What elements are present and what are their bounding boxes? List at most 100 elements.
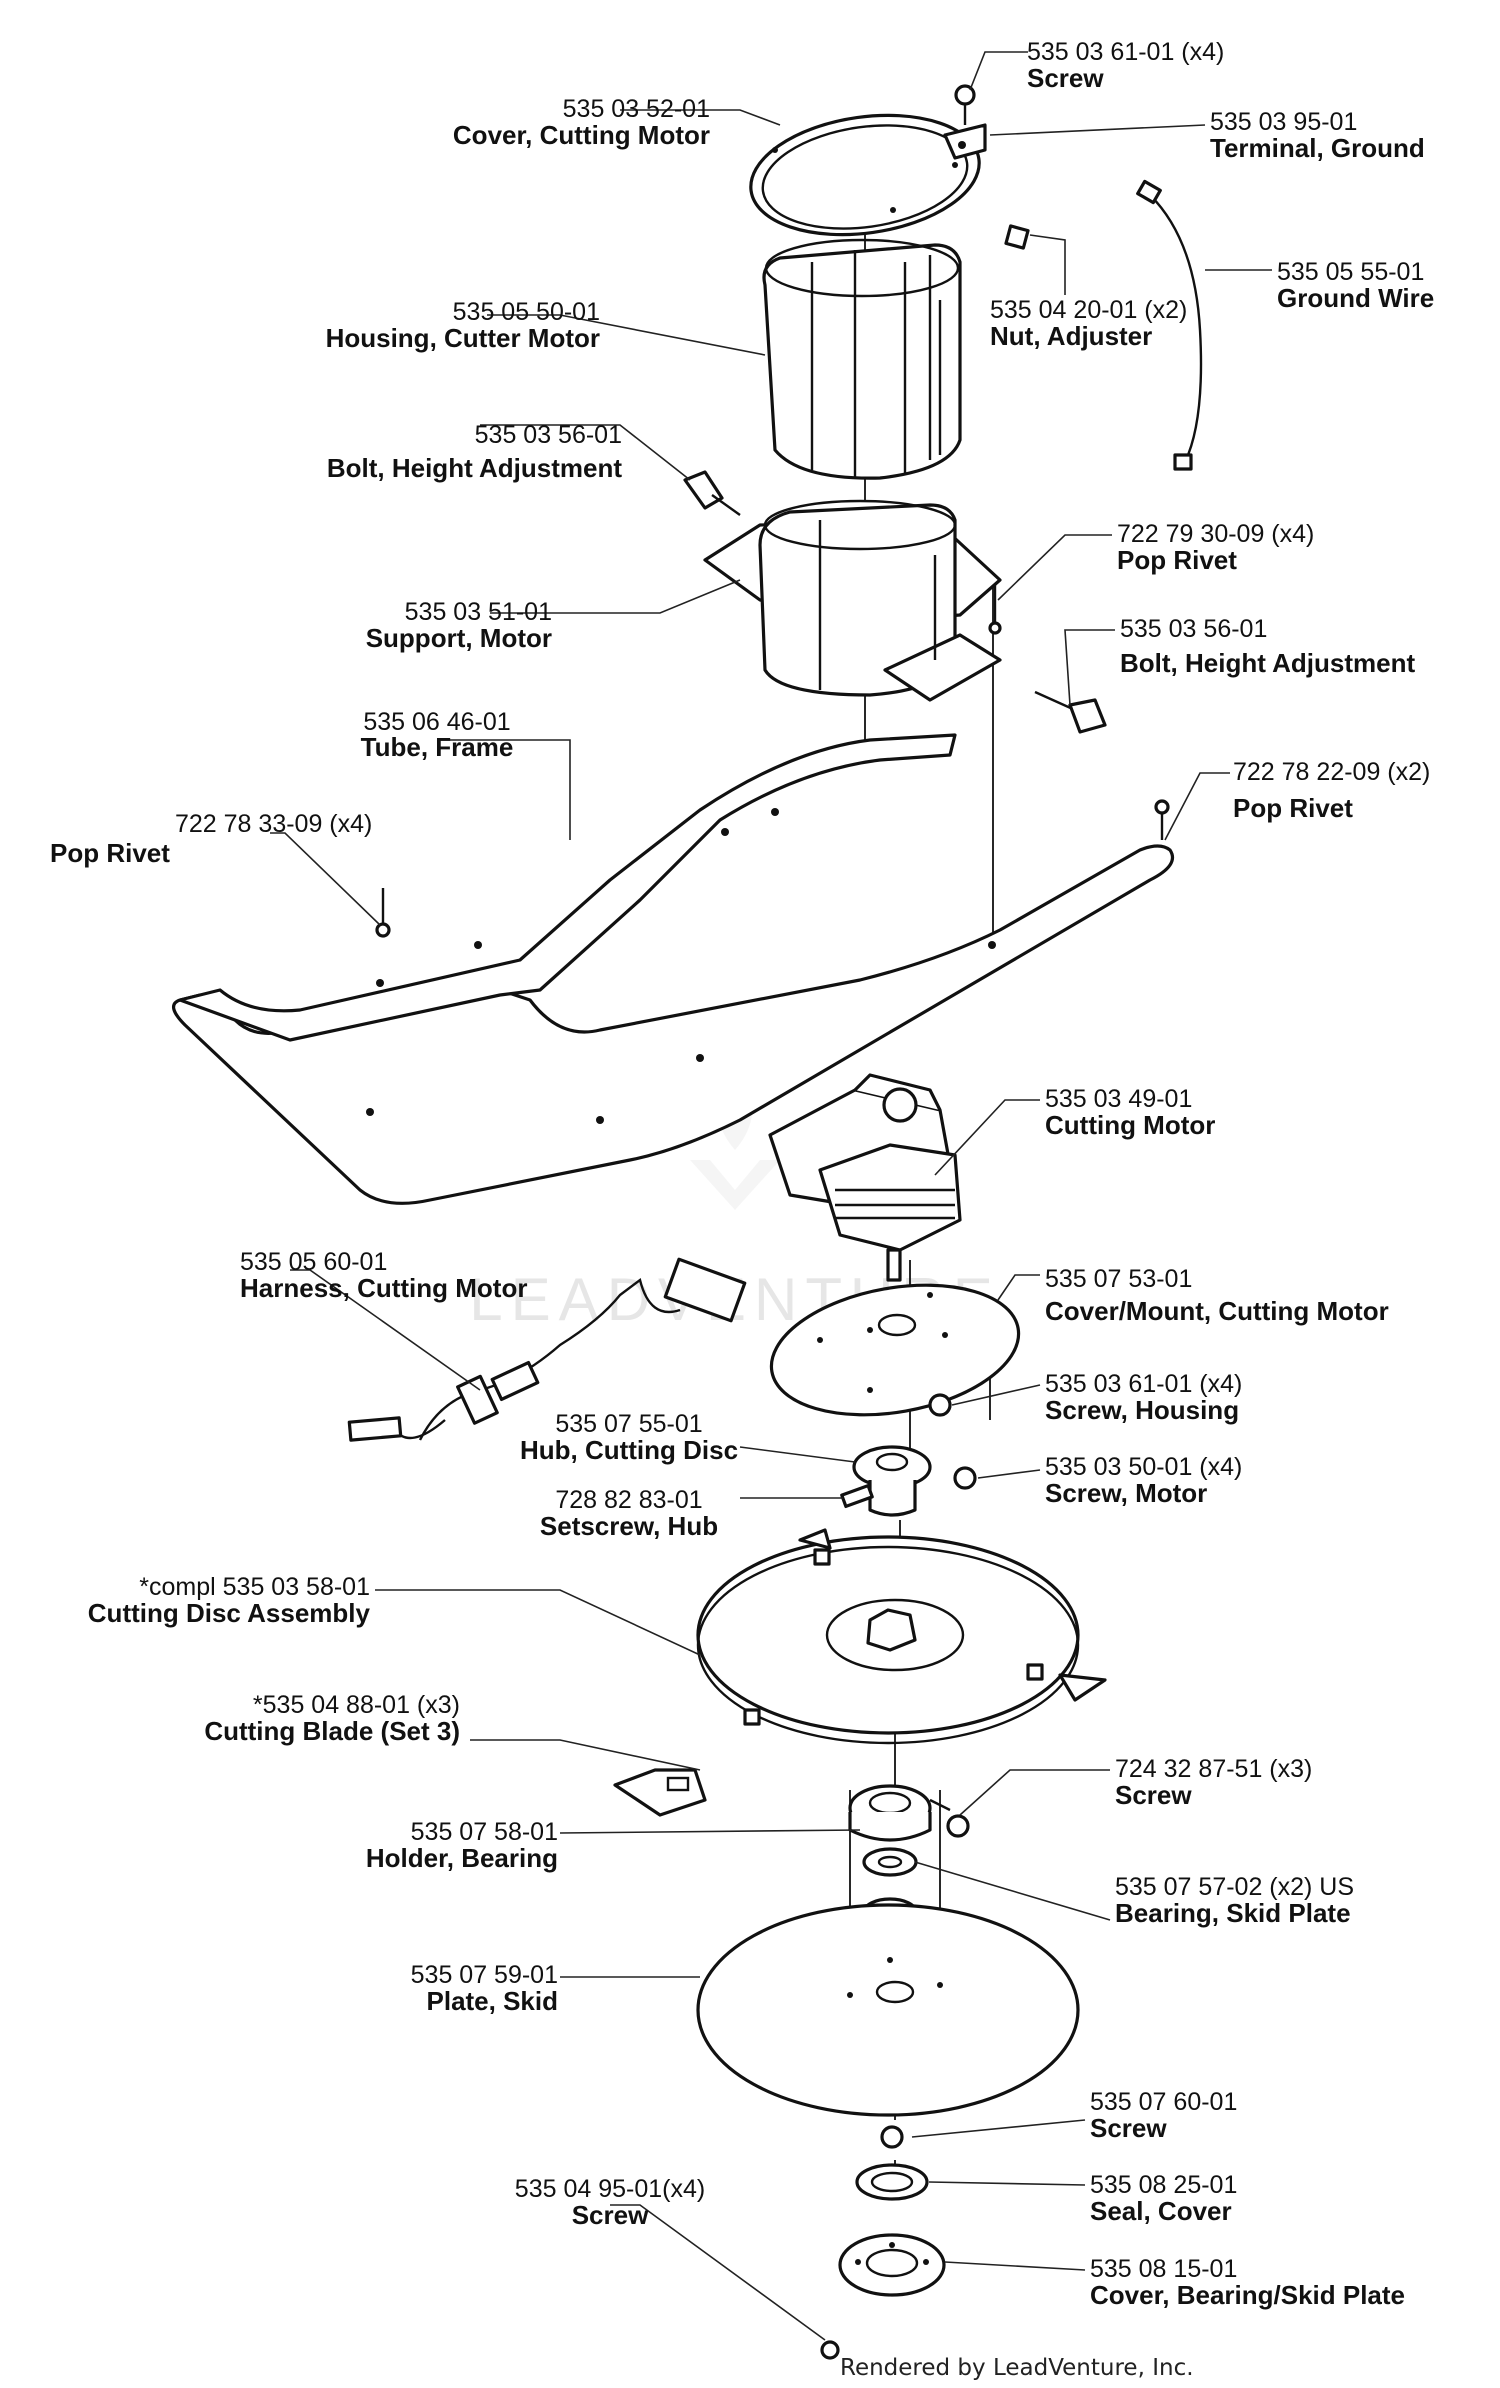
cutting-motor <box>768 1073 962 1282</box>
part-description: Plate, Skid <box>427 1986 559 2016</box>
part-description: Cutting Disc Assembly <box>88 1598 371 1628</box>
part-description: Cover, Cutting Motor <box>453 120 710 150</box>
cover-seal <box>855 2163 929 2201</box>
part-description: Tube, Frame <box>361 732 514 762</box>
part-description: Cutting Blade (Set 3) <box>204 1716 460 1746</box>
part-description: Cover/Mount, Cutting Motor <box>1045 1296 1389 1326</box>
motor-support <box>703 499 1002 702</box>
leader-line-p27 <box>911 2119 1086 2138</box>
part-number: 724 32 87-51 (x3) <box>1115 1755 1312 1783</box>
leader-line-p23 <box>959 1769 1110 1816</box>
part-description: Hub, Cutting Disc <box>520 1435 738 1465</box>
leader-line-p3 <box>989 124 1206 136</box>
part-description: Seal, Cover <box>1090 2196 1232 2226</box>
leader-line-p6 <box>1029 234 1066 295</box>
skid-plate-bearing-1 <box>862 1847 918 1877</box>
part-description: Bolt, Height Adjustment <box>1120 648 1415 678</box>
part-description: Pop Rivet <box>1117 545 1237 575</box>
part-description: Terminal, Ground <box>1210 133 1425 163</box>
part-number: 535 04 20-01 (x2) <box>990 296 1187 324</box>
part-description: Nut, Adjuster <box>990 321 1152 351</box>
part-number: 535 07 60-01 <box>1090 2088 1237 2116</box>
part-number: 535 03 56-01 <box>475 421 622 449</box>
leader-line-p12 <box>1164 772 1230 841</box>
leader-line-p15 <box>290 1269 481 1391</box>
cutting-motor-mount-cover <box>769 1283 1021 1417</box>
leader-line-p13 <box>270 832 381 926</box>
part-number: *compl 535 03 58-01 <box>139 1573 370 1601</box>
callout-p8: 722 79 30-09 (x4)Pop Rivet <box>1117 520 1314 575</box>
part-number: 535 03 95-01 <box>1210 108 1357 136</box>
part-description: Cutting Motor <box>1045 1110 1215 1140</box>
part-number: 535 07 55-01 <box>555 1410 702 1438</box>
part-number: 722 79 30-09 (x4) <box>1117 520 1314 548</box>
part-description: Support, Motor <box>366 623 552 653</box>
cutting-motor-cover <box>749 113 981 237</box>
leader-line-p16 <box>997 1274 1040 1301</box>
part-description: Pop Rivet <box>50 838 170 868</box>
leader-line-p19 <box>977 1469 1041 1479</box>
ground-terminal <box>943 123 987 160</box>
part-number: 535 03 56-01 <box>1120 615 1267 643</box>
part-number: 535 03 50-01 (x4) <box>1045 1453 1242 1481</box>
part-description: Bearing, Skid Plate <box>1115 1898 1351 1928</box>
hub-setscrew <box>840 1483 874 1509</box>
bearing-skid-plate-cover <box>838 2233 946 2297</box>
callout-leader-lines <box>270 51 1272 2341</box>
pop-rivet-support <box>988 585 1002 635</box>
screw-motor <box>953 1466 977 1490</box>
leader-line-p10 <box>1064 629 1115 706</box>
part-description: Bolt, Height Adjustment <box>327 453 622 483</box>
part-number: 535 03 51-01 <box>405 598 552 626</box>
part-description: Harness, Cutting Motor <box>240 1273 527 1303</box>
part-description: Screw <box>572 2200 649 2230</box>
callout-p17: 535 03 61-01 (x4)Screw, Housing <box>1045 1370 1242 1425</box>
bearing-holder <box>848 1784 932 1842</box>
part-description: Holder, Bearing <box>366 1843 558 1873</box>
part-description: Housing, Cutter Motor <box>326 323 600 353</box>
screw-top <box>954 84 976 125</box>
ground-wire <box>1136 179 1203 471</box>
part-number: *535 04 88-01 (x3) <box>253 1691 460 1719</box>
leader-line-p17 <box>951 1384 1041 1406</box>
leader-line-p18 <box>739 1446 856 1463</box>
skid-plate <box>696 1903 1080 2117</box>
callout-p6: 535 04 20-01 (x2)Nut, Adjuster <box>990 296 1187 351</box>
part-number: 722 78 22-09 (x2) <box>1233 758 1430 786</box>
adjuster-nut <box>1004 224 1030 250</box>
cutting-disc-assembly <box>696 1528 1107 1745</box>
part-description: Pop Rivet <box>1233 793 1353 823</box>
part-number: 535 05 60-01 <box>240 1248 387 1276</box>
leader-line-p5 <box>487 314 766 356</box>
leader-line-p29 <box>610 2204 826 2341</box>
callout-p13: 722 78 33-09 (x4)Pop Rivet <box>50 810 372 868</box>
leader-line-p14 <box>934 1099 1040 1176</box>
leader-line-p22 <box>470 1739 701 1771</box>
part-description: Setscrew, Hub <box>540 1511 718 1541</box>
leader-line-p9 <box>490 579 741 614</box>
footer-credit: Rendered by LeadVenture, Inc. <box>840 2355 1194 2381</box>
cutting-motor-harness <box>347 1257 747 1442</box>
leader-line-p24 <box>559 1829 861 1834</box>
pop-rivet-right <box>1154 799 1170 840</box>
frame-tube <box>172 733 1175 1205</box>
callout-p19: 535 03 50-01 (x4)Screw, Motor <box>1045 1453 1242 1508</box>
cutting-blade <box>613 1768 707 1817</box>
callout-p12: 722 78 22-09 (x2) Pop Rivet <box>1233 758 1430 823</box>
